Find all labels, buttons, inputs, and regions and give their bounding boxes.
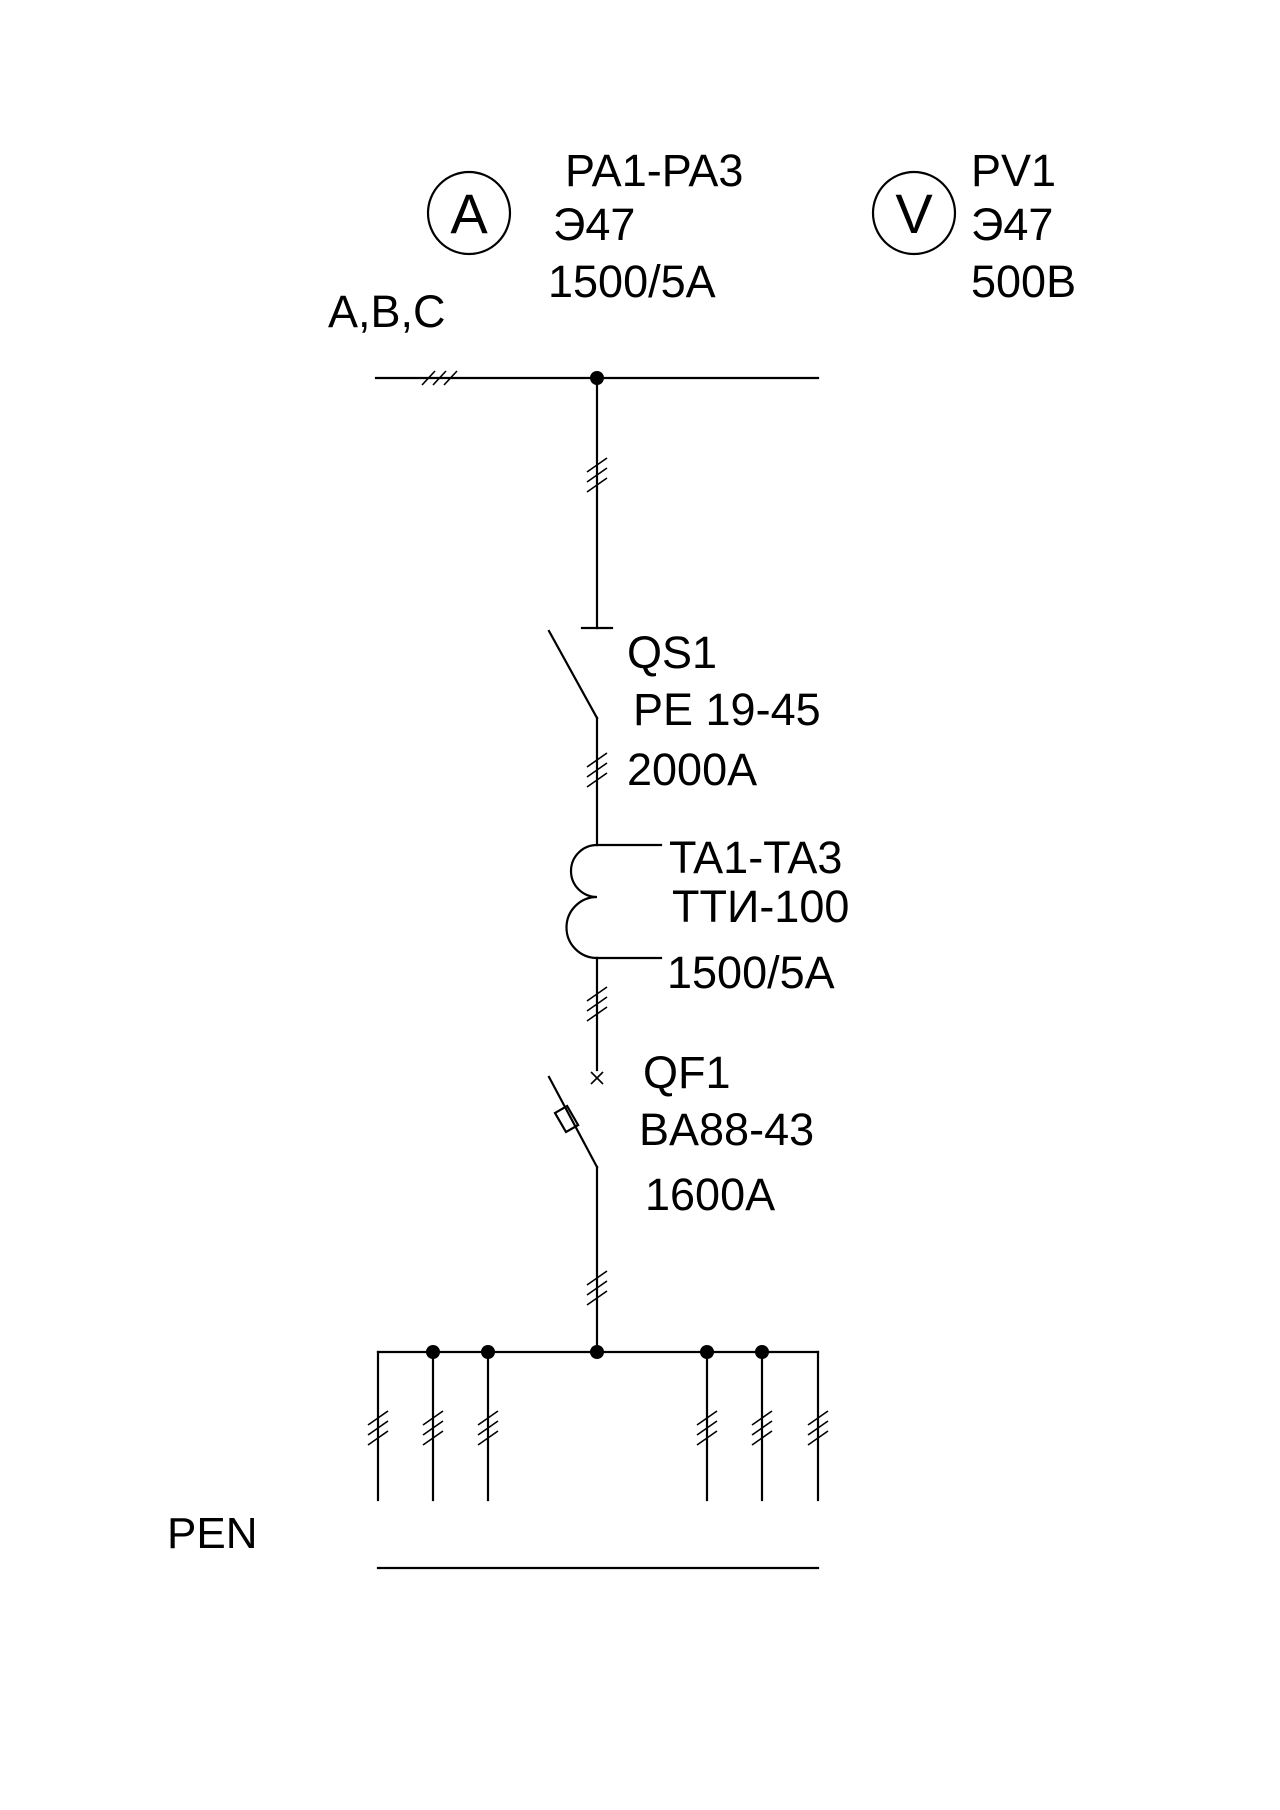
outgoing-line: [807, 1350, 829, 1502]
three-phase-marks-bus: [421, 370, 458, 386]
voltmeter-type: Э47: [971, 199, 1053, 250]
ammeter-symbol: A: [426, 170, 512, 256]
breaker-rating: 1600A: [645, 1169, 775, 1220]
ammeter-type: Э47: [553, 199, 635, 250]
ct-rating: 1500/5A: [667, 947, 835, 998]
ammeter-letter: A: [450, 182, 488, 245]
bus-junction-dot: [700, 1345, 714, 1359]
three-phase-marks-feeder-4: [586, 1270, 608, 1306]
outgoing-line: [696, 1345, 718, 1502]
ammeter-designation: PA1-PA3: [565, 145, 743, 196]
ct-type: ТТИ-100: [672, 881, 849, 932]
bus-junction-dot: [755, 1345, 769, 1359]
switch-designation: QS1: [627, 627, 717, 678]
bus-phases-label: A,B,C: [328, 286, 446, 337]
ct-designation: TA1-TA3: [669, 832, 842, 883]
voltmeter-symbol: V: [871, 170, 957, 256]
disconnector-symbol: [547, 626, 614, 720]
three-phase-marks-feeder-3: [586, 986, 608, 1022]
voltmeter-designation: PV1: [971, 145, 1056, 196]
current-transformer-symbol: [565, 843, 663, 960]
outgoing-line: [367, 1350, 389, 1502]
three-phase-marks-feeder-1: [586, 457, 608, 493]
three-phase-marks-feeder-2: [586, 752, 608, 788]
outgoing-line: [477, 1345, 499, 1502]
bus-junction-dot: [481, 1345, 495, 1359]
bus-junction-dot: [426, 1345, 440, 1359]
outgoing-line: [422, 1345, 444, 1502]
pen-label: PEN: [167, 1509, 257, 1558]
outgoing-lines: [367, 1345, 829, 1502]
circuit-breaker-symbol: [547, 1071, 604, 1169]
switch-rating: 2000A: [627, 744, 757, 795]
voltmeter-rating: 500B: [971, 256, 1076, 307]
switch-type: PE 19-45: [633, 684, 821, 735]
voltmeter-letter: V: [895, 182, 933, 245]
breaker-designation: QF1: [643, 1047, 731, 1098]
distribution-junction-dot: [590, 1345, 604, 1359]
outgoing-line: [751, 1345, 773, 1502]
breaker-type: BA88-43: [639, 1104, 814, 1155]
ammeter-rating: 1500/5A: [548, 256, 716, 307]
